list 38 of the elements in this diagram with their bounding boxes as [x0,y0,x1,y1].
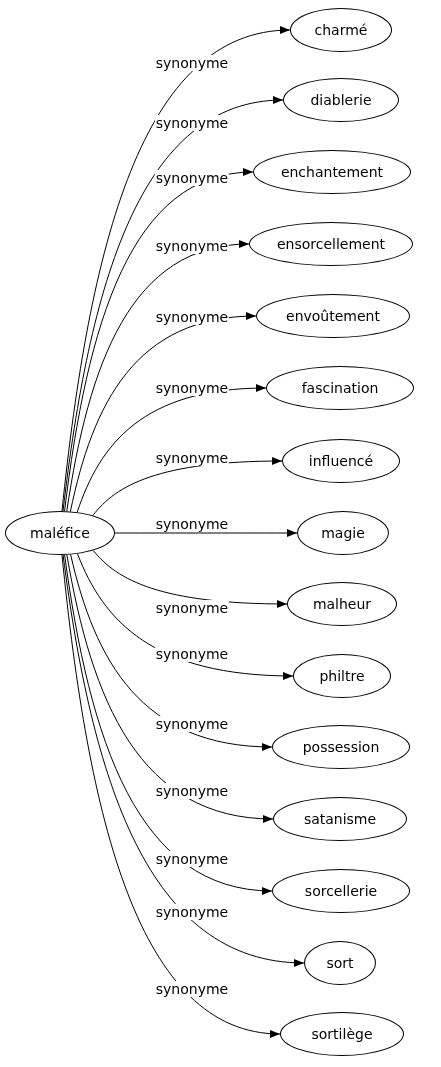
node-label: diablerie [310,92,372,108]
node-label: sortilège [311,1026,373,1042]
node-label: sorcellerie [304,883,378,899]
arrow [70,554,273,751]
edge-label: synonyme [154,716,230,733]
arrow [61,27,291,512]
node-label: charmé [314,22,368,38]
arrow [92,550,288,608]
node-label: malheur [312,596,372,612]
arrow [114,529,298,537]
node-label: influencé [308,453,374,469]
arrow [69,312,257,512]
node-label: maléfice [30,525,90,541]
node-label: envoûtement [286,308,380,324]
arrow [62,554,305,966]
edge-label: synonyme [154,981,230,998]
arrow [66,554,274,823]
arrow [64,169,254,512]
node-label: fascination [301,380,379,396]
node-label: satanisme [303,811,377,827]
node-label: possession [302,739,380,755]
edge-label: synonyme [154,646,230,663]
arrow [66,240,250,512]
node-label: ensorcellement [276,236,386,252]
edge-label: synonyme [154,54,230,71]
edge-label: synonyme [154,599,230,616]
node-label: sort [326,955,354,971]
arrow [61,554,281,1037]
edge-label: synonyme [154,170,230,187]
edge-label: synonyme [154,783,230,800]
node-label: magie [321,525,365,541]
edge-label: synonyme [154,903,230,920]
edge-label: synonyme [154,851,230,868]
arrow [64,554,273,894]
node-label: philtre [319,668,365,684]
node-label: enchantement [280,164,384,180]
edge-label: synonyme [154,115,230,132]
arrow [62,97,284,512]
